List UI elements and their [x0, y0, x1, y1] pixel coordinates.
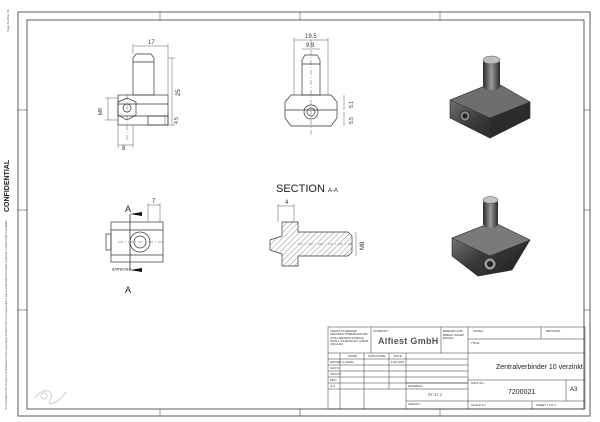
dim-17: 17 [148, 40, 155, 46]
weight-label: WEIGHT: [408, 402, 421, 406]
checked-row-label: CHK'D [330, 366, 340, 370]
scale-label: SCALE:1:1 [471, 403, 486, 407]
top-view [105, 203, 165, 272]
dim-m8-left: M8 [98, 108, 104, 115]
dim-9-8: 9.8 [306, 43, 315, 49]
dwg-no-label: DWG NO. [471, 381, 485, 385]
border-ticks [18, 12, 590, 416]
deburr-note: DEBURR AND BREAK SHARP EDGES [443, 329, 465, 341]
dim-5-5: 5.5 [349, 117, 355, 124]
name-column: NAME [348, 354, 357, 358]
signature-column: SIGNATURE [368, 354, 386, 358]
drawing-border [17, 11, 591, 417]
dim-25: 25 [176, 89, 182, 96]
sheet-label: SHEET 1 OF 1 [536, 403, 556, 407]
dim-7: 7 [152, 199, 156, 205]
company-label: COMPANY: [373, 329, 389, 333]
front-view [105, 44, 175, 148]
isometric-view-bottom [451, 196, 531, 277]
mfg-row-label: MFG [330, 378, 337, 382]
side-view [284, 38, 345, 135]
drawn-by-name: S.ARAM [342, 360, 354, 364]
dim-5-1: 5.1 [349, 101, 355, 108]
title-block: UNLESS OTHERWISE SPECIFIED: DIMENSIONS A… [328, 327, 585, 409]
title-block-grid [327, 326, 586, 410]
confidential-label: CONFIDENTIAL [4, 159, 11, 212]
section-view [269, 204, 357, 267]
approved-row-label: APPV'D [330, 372, 341, 376]
date-column: DATE [394, 354, 402, 358]
confidentiality-disclaimer: The information in this drawing is confi… [5, 219, 8, 410]
dim-4-5: 4.5 [174, 117, 180, 124]
section-letter-bottom: A [125, 285, 131, 295]
material-value: ST 37-2 [428, 392, 443, 397]
drawing-number: 7200021 [508, 389, 536, 396]
drawn-date: 1.08.2021 [391, 360, 405, 364]
company-name: Alfiest GmbH [378, 336, 439, 346]
material-label: MATERIAL: [408, 384, 424, 388]
tolerance-notes: UNLESS OTHERWISE SPECIFIED: DIMENSIONS A… [330, 330, 369, 347]
dim-m8-section: M8 [360, 241, 366, 250]
drawing-title: Zentralverbinder 10 verzinkt [496, 364, 583, 371]
engrave-label: ENGRAVE [111, 267, 131, 272]
qa-row-label: Q.A [330, 384, 336, 388]
sheet-size: A3 [570, 387, 578, 393]
page-number: Page Number 61 [6, 9, 10, 32]
title-label: TITLE: [471, 341, 481, 345]
finish-label: FINISH: [473, 329, 484, 333]
dim-8: 8 [122, 146, 126, 152]
isometric-view-top [449, 55, 531, 139]
watermark-logo [34, 390, 67, 405]
section-letter-top: A [125, 204, 131, 214]
revision-label: REVISION [546, 329, 561, 333]
dim-4: 4 [285, 200, 289, 206]
section-title: SECTION A-A [276, 183, 338, 195]
dim-19-5: 19.5 [305, 34, 317, 40]
drawn-row-label: DRAWN [330, 360, 342, 364]
